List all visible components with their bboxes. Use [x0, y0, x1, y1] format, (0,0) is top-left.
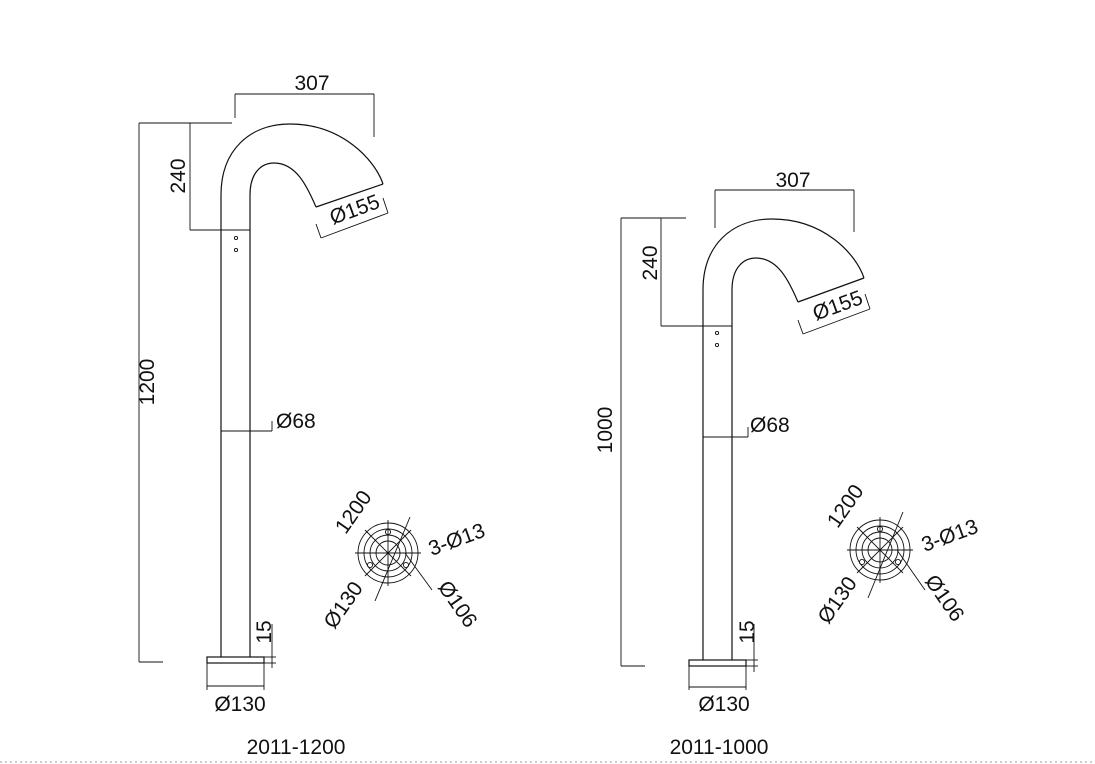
dim-spout-drop-label: 240 — [167, 158, 190, 193]
dim-base-diameter: Ø130 — [688, 666, 750, 716]
plan-holes-label: 3-Ø13 — [425, 519, 488, 561]
dim-base-diameter-label: Ø130 — [214, 693, 265, 716]
dim-spout-reach-label: 307 — [775, 169, 810, 192]
dim-height-label: 1000 — [594, 407, 617, 454]
dim-height: 1000 — [594, 217, 686, 667]
plan-bolt-spacing-label: 1200 — [823, 481, 869, 532]
dim-spout-reach: 307 — [234, 72, 375, 137]
dim-outlet-diameter-label: Ø155 — [327, 190, 383, 229]
dim-spout-drop: 240 — [167, 123, 221, 231]
dim-pipe-diameter: Ø68 — [221, 410, 316, 433]
dim-outlet-diameter-label: Ø155 — [810, 286, 866, 325]
dim-spout-drop: 240 — [639, 218, 703, 327]
dim-base-thickness: 15 — [253, 620, 276, 668]
dim-spout-reach-label: 307 — [294, 72, 329, 95]
model-label: 2011-1000 — [670, 736, 769, 759]
plan-view: 1200 3-Ø13 Ø130 Ø106 — [320, 487, 489, 633]
dim-spout-reach: 307 — [714, 169, 855, 232]
plan-outer-label: Ø130 — [814, 573, 862, 628]
dim-base-thickness-label: 15 — [253, 620, 276, 643]
plan-pcd-label: Ø106 — [920, 571, 968, 626]
plan-view: 1200 3-Ø13 Ø130 Ø106 — [814, 481, 982, 628]
dim-height-label: 1200 — [136, 359, 159, 406]
model-label: 2011-1200 — [247, 736, 346, 759]
dim-outlet-diameter: Ø155 — [797, 286, 871, 335]
dim-base-diameter-label: Ø130 — [698, 693, 749, 716]
plan-holes-label: 3-Ø13 — [918, 515, 981, 557]
faucet-2011-1200: 1200 240 307 Ø155 Ø68 — [136, 72, 488, 759]
plan-bolt-spacing-label: 1200 — [331, 487, 377, 538]
dim-base-thickness: 15 — [736, 620, 759, 672]
faucet-2011-1000: 1000 240 307 Ø155 Ø68 15 — [594, 169, 981, 759]
plan-outer-label: Ø130 — [320, 578, 368, 633]
dim-base-thickness-label: 15 — [736, 620, 759, 643]
faucet-body — [206, 123, 384, 664]
dim-pipe-diameter: Ø68 — [703, 414, 790, 438]
dim-pipe-diameter-label: Ø68 — [750, 414, 790, 437]
faucet-body — [688, 218, 865, 667]
dim-height: 1200 — [136, 122, 232, 663]
dim-base-diameter: Ø130 — [206, 663, 266, 716]
dim-spout-drop-label: 240 — [639, 245, 662, 280]
plan-pcd-label: Ø106 — [433, 577, 481, 632]
dim-outlet-diameter: Ø155 — [315, 190, 389, 239]
dim-pipe-diameter-label: Ø68 — [276, 410, 316, 433]
